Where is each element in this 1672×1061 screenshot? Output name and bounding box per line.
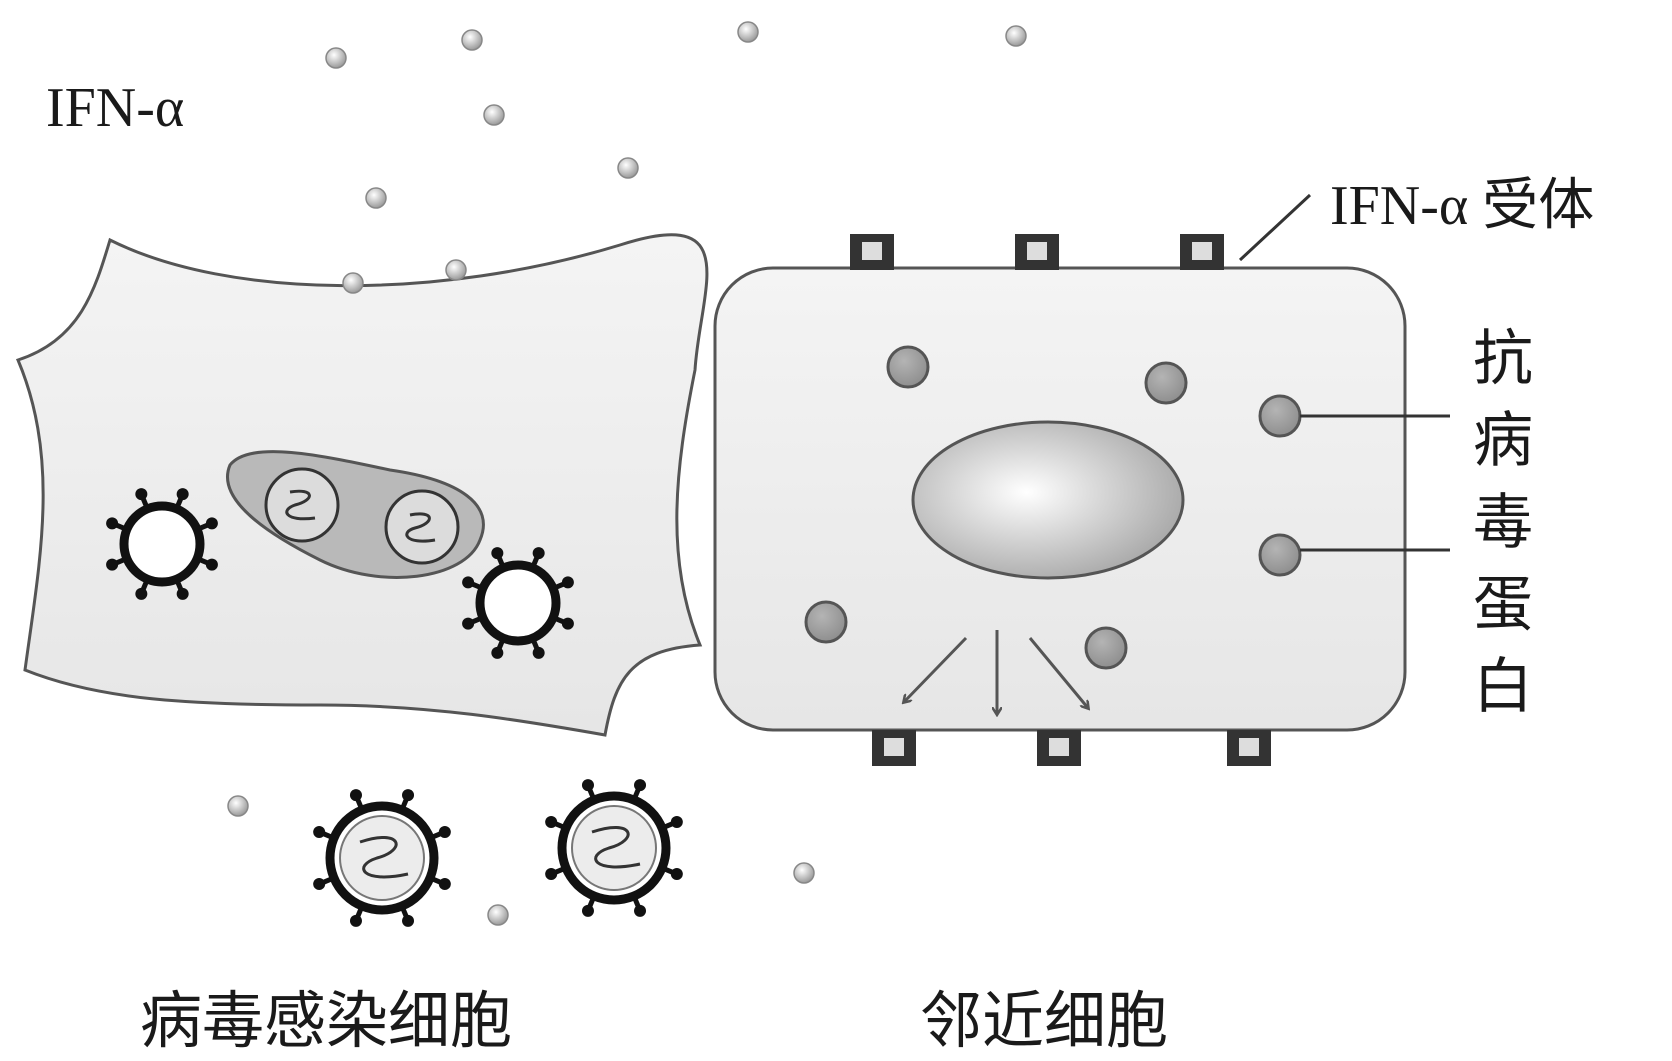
- virus-icon: [106, 488, 218, 600]
- ifn-alpha-particle-icon: [342, 272, 364, 294]
- ifn-alpha-particle-icon: [1005, 25, 1027, 47]
- viruses: [106, 488, 683, 927]
- receptor-icon: [1015, 234, 1059, 270]
- ifn-alpha-particle-icon: [617, 157, 639, 179]
- nucleus-icon: [911, 420, 1185, 580]
- ifn-alpha-particle-icon: [445, 259, 467, 281]
- ifn-alpha-particles: [227, 21, 1027, 926]
- receptors-top: [850, 234, 1224, 270]
- virus-genome-icon: [264, 467, 340, 543]
- antiviral-protein-label: 抗病毒蛋白: [1473, 324, 1533, 722]
- ifn-alpha-particle-icon: [483, 104, 505, 126]
- antiviral-proteins: [804, 345, 1302, 670]
- infected-cell-label: 病毒感染细胞: [140, 984, 513, 1057]
- antiviral-protein-icon: [1144, 361, 1188, 405]
- ifn-alpha-particle-icon: [325, 47, 347, 69]
- receptor-icon: [850, 234, 894, 270]
- ifn-alpha-particle-icon: [793, 862, 815, 884]
- virus-icon: [462, 547, 574, 659]
- ifn-alpha-particle-icon: [227, 795, 249, 817]
- ifn-alpha-particle-icon: [487, 904, 509, 926]
- virus-genome-icon: [384, 489, 460, 565]
- receptor-icon: [872, 730, 916, 766]
- receptor-leader-line: [1238, 193, 1312, 262]
- ifn-alpha-particle-icon: [461, 29, 483, 51]
- ifn-alpha-particle-icon: [737, 21, 759, 43]
- antiviral-protein-icon: [1084, 626, 1128, 670]
- receptors-bottom: [872, 730, 1271, 766]
- antiviral-protein-icon: [1258, 394, 1302, 438]
- receptor-icon: [1180, 234, 1224, 270]
- receptor-icon: [1037, 730, 1081, 766]
- ifn-alpha-receptor-label: IFN-α 受体: [1330, 175, 1595, 237]
- ifn-alpha-particle-icon: [365, 187, 387, 209]
- virus-icon: [313, 789, 451, 927]
- antiviral-protein-icon: [804, 600, 848, 644]
- ifn-alpha-label: IFN-α: [46, 77, 185, 139]
- antiviral-protein-icon: [886, 345, 930, 389]
- neighboring-cell-label: 邻近细胞: [920, 984, 1169, 1057]
- virus-icon: [545, 779, 683, 917]
- arrow-icon: [904, 630, 1088, 714]
- antiviral-protein-icon: [1258, 533, 1302, 577]
- receptor-icon: [1227, 730, 1271, 766]
